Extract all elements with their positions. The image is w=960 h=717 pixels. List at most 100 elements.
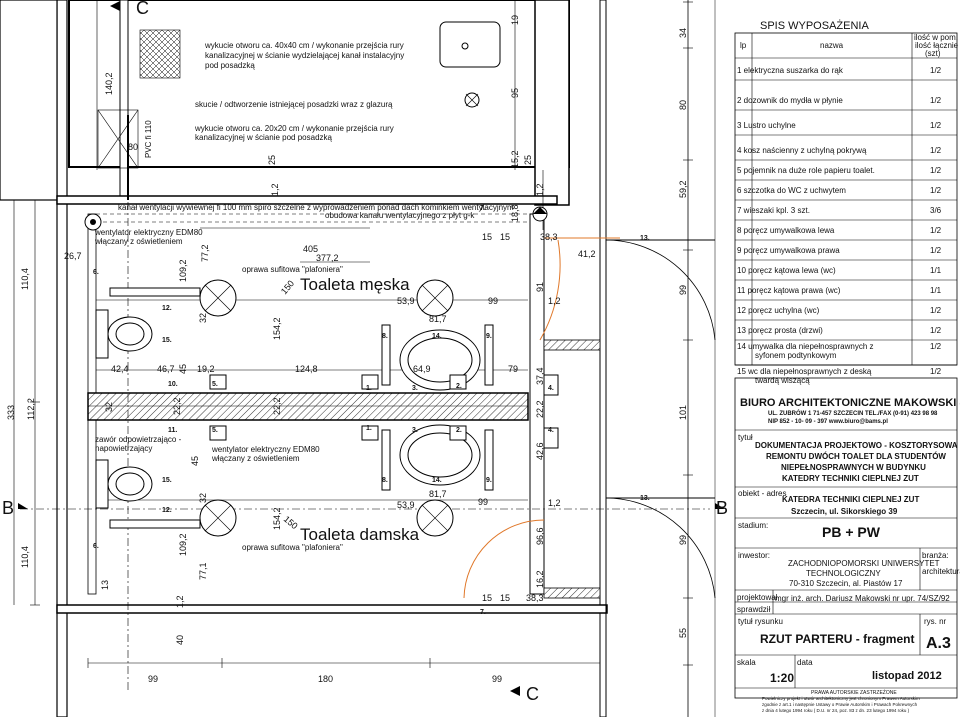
dim-label: 59,2 <box>678 180 688 198</box>
note-fan-mens-b: włączany z oświetleniem <box>94 237 183 246</box>
dim-label: 140,2 <box>104 72 114 95</box>
table-header-qty: ilość w pom. / <box>914 33 960 42</box>
dim-label: 22,2 <box>272 397 282 415</box>
label-drawing-title: tytuł rysunku <box>738 617 783 626</box>
project-title-3: NIEPEŁNOSPRAWNYCH W BUDYNKU <box>781 463 926 472</box>
dim-label: 53,9 <box>397 500 415 510</box>
rights-4: z dnia 4 lutego 1994 roku ( D.U. nr 24, … <box>762 708 910 713</box>
label-checked: sprawdził <box>737 605 771 614</box>
table-row-name: 4 kosz naścienny z uchylną pokrywą <box>737 146 867 155</box>
dim-label: 77,2 <box>200 244 210 262</box>
dim-label: 95 <box>510 88 520 98</box>
rights-3: zgodnie z art.1 i następnie Ustawy o Pra… <box>762 702 918 707</box>
dim-label: 110,4 <box>20 546 30 568</box>
table-row-name: 8 poręcz umywalkowa lewa <box>737 226 835 235</box>
dim-label: 15 <box>482 232 492 242</box>
dim-label: 80 <box>678 100 688 110</box>
scale: 1:20 <box>770 671 794 685</box>
tag: 5. <box>212 427 218 434</box>
object-name: KATEDRA TECHNIKI CIEPLNEJ ZUT <box>782 495 919 504</box>
label-object: obiekt - adres <box>738 489 786 498</box>
dim-label: 26,7 <box>64 251 82 261</box>
dim-label: 154,2 <box>272 317 282 340</box>
walls <box>0 0 716 717</box>
table-row-name: 5 pojemnik na duże role papieru toalet. <box>737 166 875 175</box>
tag: 12. <box>162 507 172 514</box>
table-row-qty: 1/2 <box>930 121 942 130</box>
dim-label: 53,9 <box>397 296 415 306</box>
tag: 9. <box>486 477 492 484</box>
note-floor-removal: skucie / odtworzenie istniejącej posadzk… <box>195 100 393 109</box>
dim-label: 79 <box>508 364 518 374</box>
branch: architektura <box>922 567 960 576</box>
dim-label: 124,8 <box>295 364 318 374</box>
note-ventilation-duct: kanał wentylacji wywiewnej fi 100 mm spi… <box>118 203 514 212</box>
dim-label: 15,2 <box>510 150 520 168</box>
tag: 2. <box>456 383 462 390</box>
date: listopad 2012 <box>872 670 942 682</box>
dim-label: 19 <box>510 15 520 25</box>
table-row-name: 7 wieszaki kpl. 3 szt. <box>737 206 810 215</box>
tag: 14. <box>432 333 442 340</box>
dim-label: 18,8 <box>510 204 520 222</box>
label-designer: projektował <box>737 593 778 602</box>
label-branch: branża: <box>922 551 949 560</box>
rights-1: PRAWA AUTORSKIE ZASTRZEŻONE <box>811 689 897 696</box>
title-block: BIURO ARCHITEKTONICZNE MAKOWSKI & SOŁDEK… <box>734 377 960 713</box>
table-row-qty: 1/2 <box>930 246 942 255</box>
tag: 6. <box>93 543 99 550</box>
office-nip: NIP 852 - 10- 09 - 397 www.biuro@bams.pl <box>768 419 888 425</box>
dim-label: 99 <box>678 285 688 295</box>
note-pvc-pipe: PVC fi 110 <box>144 120 153 158</box>
ventilation-duct <box>84 206 548 231</box>
tag: 1. <box>366 425 372 432</box>
project-title-2: REMONTU DWÓCH TOALET DLA STUDENTÓW <box>766 452 946 461</box>
dim-label: 99 <box>488 296 498 306</box>
dim-label: 15 <box>482 593 492 603</box>
central-small-fixtures <box>209 374 559 449</box>
table-row-name: 12 poręcz uchylna (wc) <box>737 306 820 315</box>
table-row-name: 6 szczotka do WC z uchwytem <box>737 186 846 195</box>
dim-label: 25 <box>267 155 277 165</box>
dim-label: 25 <box>523 155 533 165</box>
table-row-name-cont: twardą wiszącą <box>755 376 810 385</box>
dim-label: 15 <box>500 232 510 242</box>
dim-label: 32 <box>198 493 208 503</box>
dim-label: 40 <box>175 635 185 645</box>
table-row-qty: 1/2 <box>930 226 942 235</box>
label-scale: skala <box>737 658 756 667</box>
dim-label: 64,9 <box>413 364 431 374</box>
note-air-valve-b: napowietrzający <box>95 444 152 453</box>
dim-label: 180 <box>318 674 333 684</box>
dim-label: 37,4 <box>535 367 545 385</box>
tag: 14. <box>432 477 442 484</box>
rights-2: Powielniczy projekt i utwór architektoni… <box>762 696 920 701</box>
stadium: PB + PW <box>822 524 881 540</box>
table-row-name: 2 dozownik do mydła w płynie <box>737 96 843 105</box>
tag: 6. <box>93 269 99 276</box>
dim-label: 405 <box>303 244 318 254</box>
equipment-tags: 6. 12. 15. 10. 5. 1. 3. 2. 4. 11. 5. 1. … <box>93 205 650 616</box>
dim-label: 22,2 <box>172 397 182 415</box>
note-ceiling-light-mens: oprawa sufitowa "plafoniera" <box>242 265 343 274</box>
drawing-number: A.3 <box>926 635 951 652</box>
investor-1: ZACHODNIOPOMORSKI UNIWERSYTET <box>788 559 940 568</box>
label-drawing-number: rys. nr <box>924 617 947 626</box>
dim-label: 38,3 <box>540 232 558 242</box>
table-row-qty: 1/2 <box>930 342 942 351</box>
tag: 9. <box>486 333 492 340</box>
tag: 3. <box>412 427 418 434</box>
table-row-name: 9 poręcz umywalkowa prawa <box>737 246 840 255</box>
label-stadium: stadium: <box>738 521 768 530</box>
note-ceiling-light-womens: oprawa sufitowa "plafoniera" <box>242 543 343 552</box>
dim-label: 154,2 <box>272 507 282 530</box>
designer: mgr inż. arch. Dariusz Makowski nr upr. … <box>775 594 950 603</box>
dim-label: 150 <box>279 278 296 296</box>
tag: 7. <box>480 205 486 212</box>
dim-label: 19,2 <box>197 364 215 374</box>
note-wall-opening-2: wykucie otworu ca. 20x20 cm / wykonanie … <box>194 124 394 133</box>
womens-fixtures <box>95 424 716 599</box>
equipment-table-title: SPIS WYPOSAŻENIA <box>760 19 869 32</box>
dim-label: 109,2 <box>178 533 188 556</box>
dim-label: 1,2 <box>270 183 280 196</box>
